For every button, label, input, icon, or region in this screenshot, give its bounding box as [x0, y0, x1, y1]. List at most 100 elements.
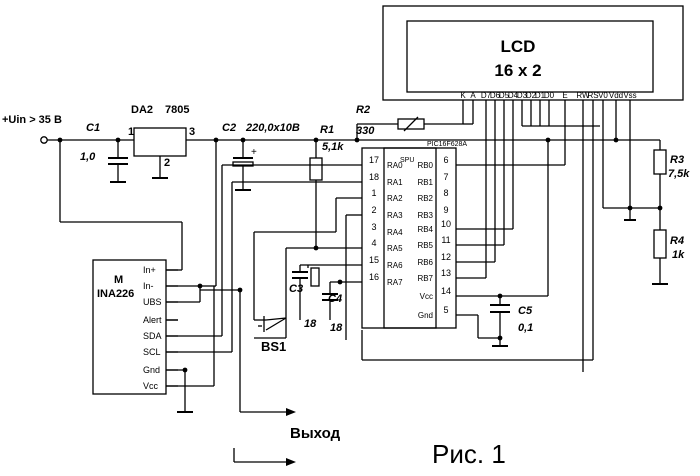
module-pin-label: In-: [143, 281, 154, 291]
lcd-pin-label: D4: [508, 91, 519, 100]
regulator-ref: DA2: [131, 104, 153, 116]
svg-text:+: +: [251, 147, 257, 158]
mcu-pin-number: 4: [371, 238, 376, 248]
mcu-wiring: [166, 126, 594, 372]
mcu-pin-name: RA7: [387, 278, 403, 287]
module-wiring: Выход: [166, 140, 341, 466]
mcu-pin-name: RB4: [417, 225, 433, 234]
mcu-pin-number: 1: [371, 188, 376, 198]
lcd-size: 16 x 2: [494, 61, 541, 80]
module-pin-label: SDA: [143, 331, 162, 341]
module-pin-label: In+: [143, 265, 156, 275]
capacitor-c1: C1 1,0: [80, 122, 128, 183]
mcu-pin-name: RA0: [387, 161, 403, 170]
resistor-r4: R4 1k: [652, 229, 685, 285]
regulator-pin3: 3: [189, 126, 195, 138]
input-label: +Uin > 35 В: [2, 114, 62, 126]
regulator-pin1: 1: [128, 126, 134, 138]
capacitor-c5: C5 0,1: [490, 304, 533, 347]
c5-value: 0,1: [518, 322, 533, 334]
module-pin-label: Vcc: [143, 381, 159, 391]
r4-value: 1k: [672, 249, 685, 261]
resistor-r2: R2 330: [356, 104, 443, 140]
mcu-pin-name: RB2: [417, 194, 433, 203]
mcu-pin-name: RB3: [417, 211, 433, 220]
mcu-pin-name: RA5: [387, 244, 403, 253]
c2-value: 220,0x10В: [245, 122, 300, 134]
lcd-pin-label: RS: [587, 91, 598, 100]
mcu-pin-name: RB7: [417, 274, 433, 283]
r2-value: 330: [356, 125, 375, 137]
mcu-pin-name: RB5: [417, 241, 433, 250]
mcu-pin-name: RA3: [387, 211, 403, 220]
c3-value: 18: [304, 318, 317, 330]
module-pin-label: UBS: [143, 297, 162, 307]
button-bs1: BS1: [253, 232, 287, 354]
lcd-pin-label: D2: [526, 91, 537, 100]
r1-ref: R1: [320, 124, 334, 136]
mcu-pin-number: 18: [369, 172, 379, 182]
mcu-pin-name: RA1: [387, 178, 403, 187]
mcu-pin-number: 5: [443, 305, 448, 315]
lcd-pin-label: D1: [535, 91, 546, 100]
mcu-pin-number: 11: [441, 235, 450, 245]
c4-value: 18: [330, 322, 343, 334]
lcd-pin-label: Vss: [623, 91, 636, 100]
c5-ref: C5: [518, 305, 533, 317]
lcd-pin-label: RW: [576, 91, 590, 100]
lcd-pin-label: A: [470, 91, 476, 100]
mcu-pin-number: 12: [441, 252, 451, 262]
c1-value: 1,0: [80, 151, 96, 163]
mcu-pin-number: 8: [443, 188, 448, 198]
lcd-pin-label: D5: [499, 91, 510, 100]
lcd-pin-label: D6: [490, 91, 501, 100]
mcu-pin-name: RB1: [417, 178, 433, 187]
mcu-block: SPU: [400, 157, 414, 164]
module-pin-label: Alert: [143, 315, 162, 325]
lcd-title: LCD: [501, 37, 536, 56]
mcu-pin-name: RA2: [387, 194, 403, 203]
mcu-pin-name: RB6: [417, 258, 433, 267]
mcu-pin-number: 13: [441, 268, 451, 278]
mcu-pin-number: 6: [443, 155, 448, 165]
regulator-pin2: 2: [164, 157, 170, 169]
output-label: Выход: [290, 425, 341, 442]
r2-ref: R2: [356, 104, 370, 116]
mcu-pin-number: 14: [441, 286, 451, 296]
r3-ref: R3: [670, 154, 684, 166]
capacitor-c4: C4 18: [322, 282, 343, 334]
lcd-pin-label: Vdd: [609, 91, 623, 100]
mcu-pin-number: 2: [371, 205, 376, 215]
lcd-pin-wires: [443, 100, 636, 278]
mcu-pin-number: 16: [369, 272, 379, 282]
mcu-pin-name: RA6: [387, 261, 403, 270]
resistor-r1: R1 5,1k: [309, 124, 344, 251]
mcu-pin-number: 3: [371, 222, 376, 232]
capacitor-c3: C3 18: [289, 265, 320, 330]
mcu-pin-number: 7: [443, 172, 448, 182]
mcu-pic16f628a: PIC16F628A SPU 17RA018RA11RA22RA33RA44RA…: [361, 141, 467, 329]
r1-value: 5,1k: [322, 141, 344, 153]
mcu-pin-name: Vcc: [420, 292, 433, 301]
module-part: INA226: [97, 288, 134, 300]
r3-value: 7,5k: [668, 168, 690, 180]
c4-ref: C4: [328, 293, 342, 305]
module-pin-label: Gnd: [143, 365, 160, 375]
mcu-pin-number: 15: [369, 255, 379, 265]
regulator-da2: DA2 7805 1 3 2: [128, 104, 195, 179]
capacitor-c2: + C2 220,0x10В: [222, 122, 300, 191]
supply-rail: +Uin > 35 В: [2, 114, 660, 271]
r4-ref: R4: [670, 235, 684, 247]
c3-ref: C3: [289, 283, 303, 295]
lcd-pin-label: V0: [598, 91, 608, 100]
c1-ref: C1: [86, 122, 100, 134]
lcd-pin-label: K: [460, 91, 466, 100]
lcd-pin-label: D0: [544, 91, 555, 100]
c2-ref: C2: [222, 122, 236, 134]
lcd-pin-label: D3: [517, 91, 528, 100]
resistor-r3: R3 7,5k: [602, 140, 690, 230]
input-terminal: [40, 136, 48, 144]
button-ref: BS1: [261, 339, 286, 354]
